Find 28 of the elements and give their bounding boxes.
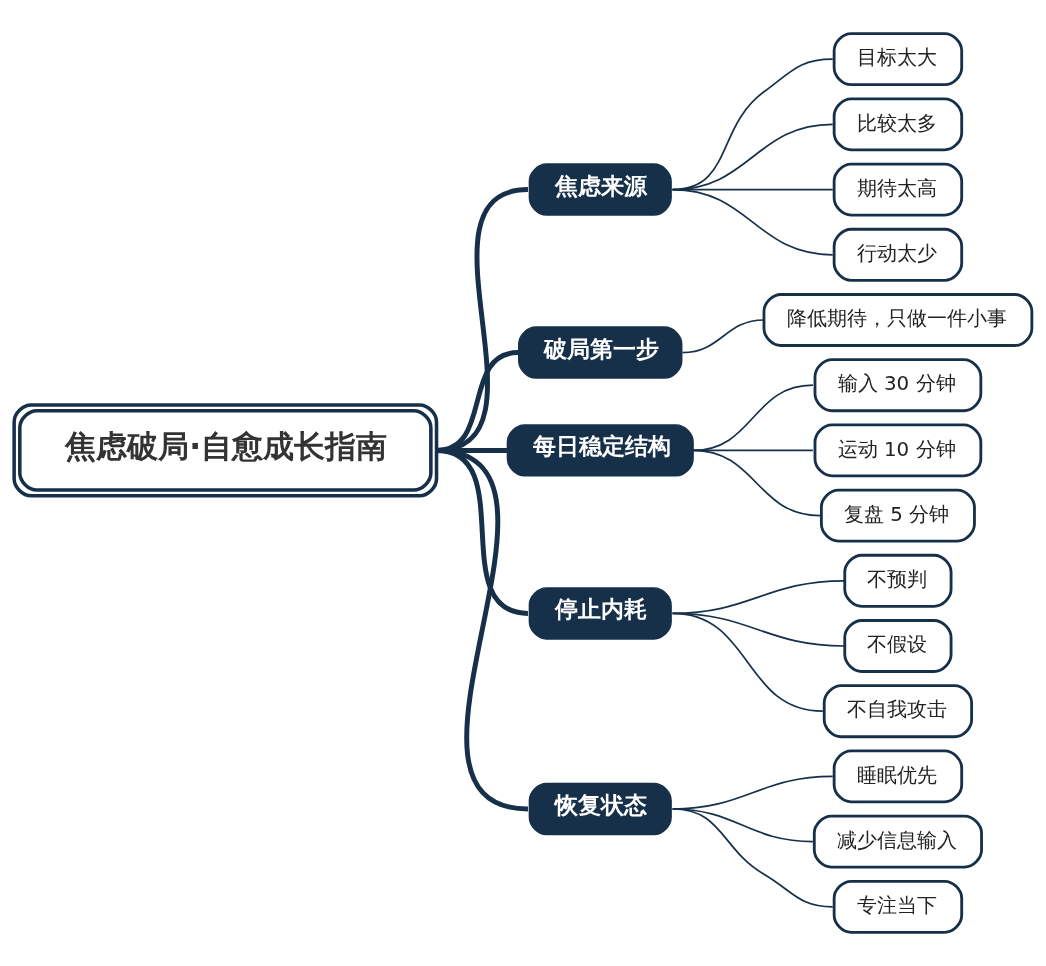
node-box: 专注当下: [832, 879, 964, 934]
node-box: 不假设: [843, 619, 953, 673]
connector: [681, 319, 765, 354]
connector: [671, 188, 834, 256]
connector: [671, 612, 824, 713]
node-box: 期待太高: [832, 162, 964, 217]
node-box: 不预判: [843, 553, 953, 608]
node-box: 恢复状态: [528, 782, 672, 836]
node-box: 破局第一步: [518, 326, 683, 379]
connector: [436, 447, 529, 812]
node-box: 减少信息输入: [812, 814, 983, 869]
node-box: 行动太少: [832, 227, 964, 282]
connector: [692, 384, 814, 452]
node-box: 目标太大: [832, 32, 964, 87]
node-box: 焦虑来源: [528, 163, 672, 216]
node-box: 睡眠优先: [832, 749, 964, 804]
connector: [671, 808, 834, 908]
node-box: 复盘 5 分钟: [819, 488, 976, 543]
node-box: 降低期待，只做一件小事: [762, 293, 1034, 347]
node-box: 每日稳定结构: [506, 424, 694, 477]
node-box: 比较太多: [832, 97, 964, 152]
node-box: 输入 30 分钟: [813, 358, 983, 413]
node-box: 焦虑破局·自愈成长指南: [12, 403, 439, 498]
connector: [671, 579, 845, 615]
node-box: 运动 10 分钟: [813, 423, 983, 478]
connector: [692, 449, 821, 517]
node-box: 停止内耗: [528, 587, 672, 640]
node-box: 不自我攻击: [822, 684, 974, 739]
